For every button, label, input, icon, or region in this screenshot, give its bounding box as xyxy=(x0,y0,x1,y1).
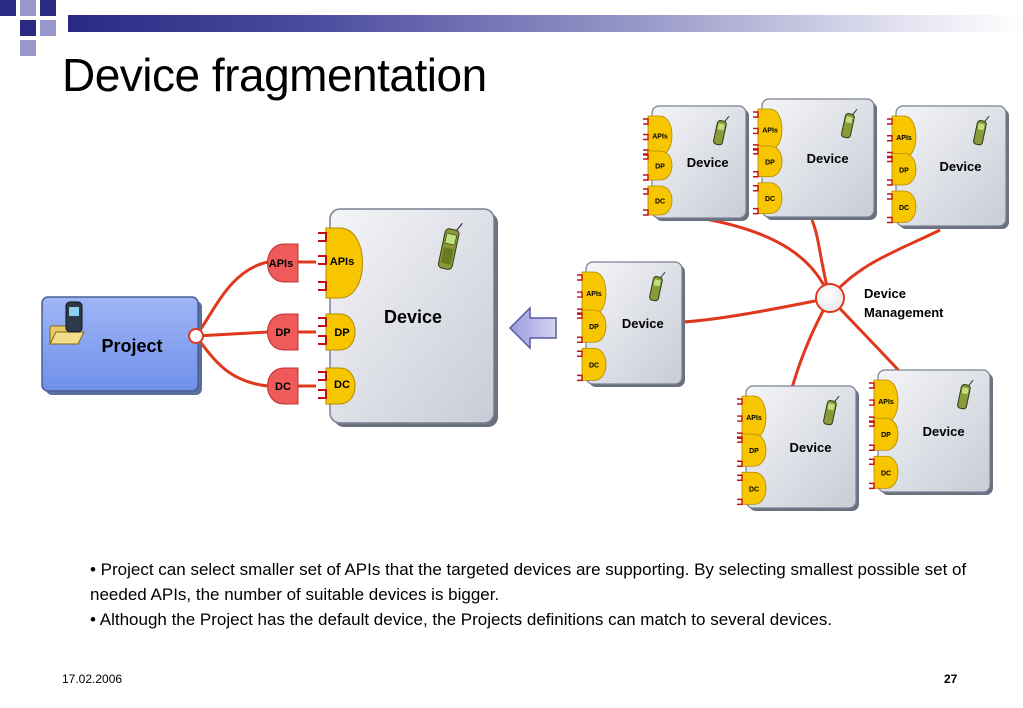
port-dc: DC xyxy=(887,190,917,224)
port-apis: APIs xyxy=(753,108,783,151)
port-dp: DP xyxy=(887,153,917,186)
main-port-dp: DP xyxy=(318,313,356,351)
port-dc: DC xyxy=(869,455,899,490)
bullet-2: • Although the Project has the default d… xyxy=(90,610,833,629)
phone-icon xyxy=(713,115,730,146)
svg-text:DC: DC xyxy=(334,379,350,391)
port-apis: APIs xyxy=(737,395,767,439)
header-gradient-bar xyxy=(68,15,1023,32)
project-port-dp: DP xyxy=(267,313,299,351)
svg-text:DC: DC xyxy=(881,470,891,477)
phone-icon xyxy=(437,222,463,270)
port-dp: DP xyxy=(643,150,673,181)
port-apis: APIs xyxy=(887,115,917,159)
port-dc: DC xyxy=(753,182,783,215)
logo-square-2 xyxy=(20,0,36,16)
logo-square-5 xyxy=(40,20,56,36)
logo-square-4 xyxy=(20,20,36,36)
phone-icon xyxy=(841,108,858,139)
svg-text:DC: DC xyxy=(589,362,599,369)
fragmentation-diagram: Project APIs DP DC Device APIs xyxy=(41,98,1009,511)
port-dc: DC xyxy=(737,471,767,506)
footer-date: 17.02.2006 xyxy=(62,672,123,686)
svg-text:DP: DP xyxy=(749,448,759,455)
main-port-dc: DC xyxy=(318,367,356,405)
device-management-label: Device Management xyxy=(864,286,944,320)
device-label: Device xyxy=(923,424,965,439)
project-port-apis: APIs xyxy=(267,243,299,283)
phone-icon xyxy=(973,115,990,146)
bullet-text: • Project can select smaller set of APIs… xyxy=(90,557,970,632)
svg-text:DP: DP xyxy=(899,167,909,174)
svg-text:DC: DC xyxy=(275,381,291,393)
svg-text:DC: DC xyxy=(765,196,775,203)
svg-text:DP: DP xyxy=(765,159,775,166)
main-device-label: Device xyxy=(384,307,442,327)
device-label: Device xyxy=(807,151,849,166)
project-box: Project xyxy=(41,296,204,395)
port-dp: DP xyxy=(753,145,783,178)
svg-text:DC: DC xyxy=(655,199,665,206)
project-label: Project xyxy=(101,336,162,356)
phone-icon xyxy=(649,271,666,302)
device-label: Device xyxy=(687,155,729,170)
svg-text:DP: DP xyxy=(589,324,599,331)
svg-text:APIs: APIs xyxy=(762,127,778,134)
logo-square-1 xyxy=(0,0,16,16)
port-dc: DC xyxy=(577,347,607,382)
logo-square-6 xyxy=(20,40,36,56)
management-wires xyxy=(681,216,941,389)
device-label: Device xyxy=(622,316,664,331)
phone-icon xyxy=(65,301,83,333)
bullet-1: • Project can select smaller set of APIs… xyxy=(90,560,967,604)
svg-text:APIs: APIs xyxy=(896,135,912,142)
port-apis: APIs xyxy=(577,271,607,315)
svg-text:APIs: APIs xyxy=(878,399,894,406)
slide-title: Device fragmentation xyxy=(62,49,487,101)
page-number: 27 xyxy=(944,672,958,686)
main-port-apis: APIs xyxy=(318,227,363,299)
port-dc: DC xyxy=(643,185,673,216)
port-apis: APIs xyxy=(643,115,673,156)
svg-text:DC: DC xyxy=(749,486,759,493)
main-device: Device xyxy=(329,208,498,427)
device-label: Device xyxy=(790,440,832,455)
project-port-dc: DC xyxy=(267,367,299,405)
port-dp: DP xyxy=(737,433,767,467)
phone-icon xyxy=(957,379,974,410)
device-label: Device xyxy=(940,159,982,174)
arrow-left-icon xyxy=(508,306,557,350)
svg-text:DP: DP xyxy=(655,164,665,171)
phone-icon xyxy=(823,395,840,426)
svg-text:APIs: APIs xyxy=(269,258,293,270)
svg-text:DP: DP xyxy=(334,327,349,339)
svg-text:DP: DP xyxy=(881,432,891,439)
project-connector xyxy=(188,328,204,344)
device-management-hub: Device Management xyxy=(815,283,944,320)
svg-text:APIs: APIs xyxy=(746,415,762,422)
port-dp: DP xyxy=(869,417,899,451)
small-devices-group: DeviceAPIsDPDCDeviceAPIsDPDCDeviceAPIsDP… xyxy=(577,98,1009,511)
port-dp: DP xyxy=(577,309,607,343)
svg-text:APIs: APIs xyxy=(652,134,668,141)
port-apis: APIs xyxy=(869,379,899,423)
svg-text:APIs: APIs xyxy=(586,291,602,298)
logo-square-3 xyxy=(40,0,56,16)
svg-text:DC: DC xyxy=(899,205,909,212)
svg-text:APIs: APIs xyxy=(330,256,354,268)
svg-text:DP: DP xyxy=(275,327,290,339)
